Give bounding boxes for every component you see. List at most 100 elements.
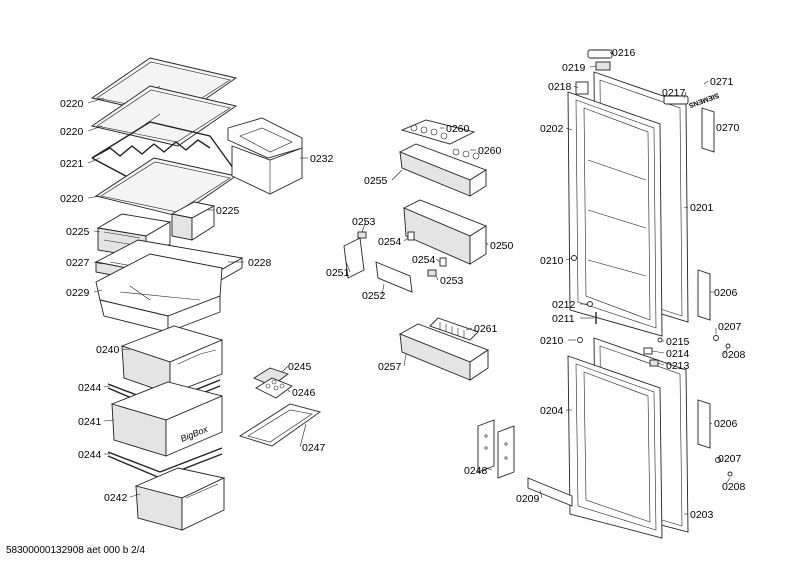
egg-tray (253, 367, 293, 399)
shelf-clip-0253b (427, 269, 437, 277)
label-0227: 0227 (66, 257, 90, 269)
label-0248: 0248 (464, 465, 488, 477)
vegetable-shelf-frame (95, 253, 223, 333)
chiller-drawer (227, 117, 303, 195)
shelf-clip-0254a (407, 231, 415, 241)
hinge-cover-0216 (587, 49, 613, 59)
label-0208b: 0208 (722, 481, 746, 493)
label-0260b: 0260 (478, 145, 502, 157)
cold-packs-0248 (477, 419, 515, 479)
drawer-0240 (120, 325, 224, 395)
label-0271: 0271 (710, 76, 734, 88)
hinge-part-0218 (575, 81, 589, 95)
screw-0212 (587, 301, 593, 307)
label-0251: 0251 (326, 267, 350, 279)
label-0202: 0202 (540, 123, 564, 135)
label-0220a: 0220 (60, 98, 84, 110)
washer-0208b (727, 471, 733, 477)
label-0242: 0242 (104, 492, 128, 504)
label-0245: 0245 (288, 361, 312, 373)
label-0244b: 0244 (78, 449, 102, 461)
label-0208a: 0208 (722, 349, 746, 361)
label-0209: 0209 (516, 493, 540, 505)
washer-0208a (725, 343, 731, 349)
label-0270: 0270 (716, 122, 740, 134)
handle-0206b (697, 399, 711, 449)
label-0215: 0215 (666, 336, 690, 348)
label-0203: 0203 (690, 509, 714, 521)
glass-shelf-second (90, 85, 238, 147)
label-0255: 0255 (364, 175, 388, 187)
label-0214: 0214 (666, 348, 690, 360)
shelf-clip-0253a (357, 231, 367, 239)
ice-tray (238, 403, 322, 447)
hinge-cover-0217 (663, 95, 689, 105)
lower-door-gasket-0204 (567, 355, 663, 539)
label-0252: 0252 (362, 290, 386, 302)
hinge-0214 (643, 347, 653, 355)
label-0253a: 0253 (352, 216, 376, 228)
screw-0207b (715, 457, 721, 463)
document-reference: 58300000132908 aet 000 b 2/4 (6, 545, 146, 556)
label-0247: 0247 (302, 442, 326, 454)
label-0241: 0241 (78, 416, 102, 428)
label-0225a: 0225 (66, 226, 90, 238)
drawer-0242 (134, 467, 226, 531)
label-0254b: 0254 (412, 254, 436, 266)
label-0221: 0221 (60, 158, 84, 170)
label-0207b: 0207 (718, 453, 742, 465)
hinge-part-0219 (595, 61, 611, 71)
crisper-lid-right (170, 201, 216, 241)
label-0210b: 0210 (540, 335, 564, 347)
siemens-brand-mark: SIEMENS (687, 91, 719, 108)
plinth-strip-0209 (527, 477, 573, 507)
label-0246: 0246 (292, 387, 316, 399)
flap-0252 (375, 261, 413, 293)
door-shelf-0250 (402, 199, 487, 265)
label-0229: 0229 (66, 287, 90, 299)
label-0206b: 0206 (714, 418, 738, 430)
bottle-shelf-0257 (398, 323, 489, 381)
leader-lines (87, 51, 731, 515)
pin-0210a (571, 255, 577, 261)
label-0260a: 0260 (446, 123, 470, 135)
label-0216: 0216 (612, 47, 636, 59)
label-0240: 0240 (96, 344, 120, 356)
label-0253b: 0253 (440, 275, 464, 287)
label-0201: 0201 (690, 202, 714, 214)
bottle-divider-0261 (429, 317, 479, 341)
label-0228: 0228 (248, 257, 272, 269)
pin-0210b (577, 337, 583, 343)
handle-0206a (697, 269, 711, 321)
label-0211: 0211 (552, 313, 575, 325)
label-0225b: 0225 (216, 205, 240, 217)
label-0261: 0261 (474, 323, 498, 335)
handle-strip-0270 (701, 107, 715, 153)
shelf-clip-0254b (439, 257, 447, 267)
door-shelf-0255 (398, 143, 488, 197)
label-0206a: 0206 (714, 287, 738, 299)
label-0218: 0218 (548, 81, 572, 93)
label-0220c: 0220 (60, 193, 84, 205)
hinge-0213 (649, 359, 659, 367)
washer-0215 (657, 337, 663, 343)
label-0244a: 0244 (78, 382, 102, 394)
glass-shelf-third (94, 157, 238, 217)
egg-shelf (400, 119, 480, 160)
label-0220b: 0220 (60, 126, 84, 138)
label-0204: 0204 (540, 405, 564, 417)
label-0210a: 0210 (540, 255, 564, 267)
flap-0251 (343, 237, 365, 279)
label-0257: 0257 (378, 361, 402, 373)
label-0212: 0212 (552, 299, 576, 311)
label-0219: 0219 (562, 62, 586, 74)
label-0254a: 0254 (378, 236, 402, 248)
label-0250: 0250 (490, 240, 514, 252)
label-0232: 0232 (310, 153, 334, 165)
upper-door-gasket-0202 (567, 91, 663, 337)
drawer-0241-bigbox: BigBox (110, 381, 224, 457)
label-0207a: 0207 (718, 321, 742, 333)
screw-0207a (713, 335, 719, 341)
part-labels: 0220 0220 0221 0220 0232 0225 0225 0227 … (60, 47, 746, 521)
label-0213: 0213 (666, 360, 690, 372)
